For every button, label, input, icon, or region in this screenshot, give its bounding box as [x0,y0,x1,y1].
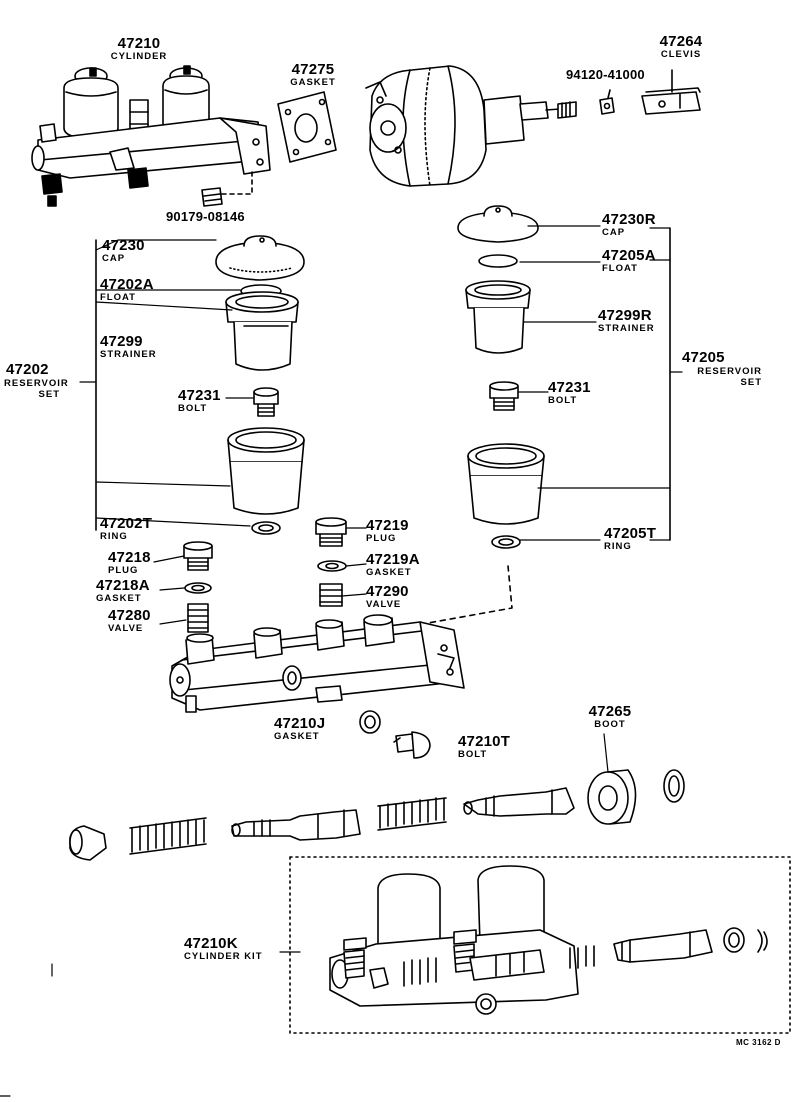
cap-47230 [215,235,305,281]
internal-parts-row [69,787,575,861]
valve-47290 [319,583,367,607]
ring-47202T [251,521,281,535]
reservoir-body-left [227,427,305,515]
gasket-47210J [359,710,381,734]
bolt-47231-left [253,387,279,417]
reservoir-body-right [467,443,545,525]
valve-47280 [159,603,209,633]
cylinder-kit-box [289,856,791,1034]
label-47202: 47202 RESERVOIR SET [4,361,69,400]
reservoir-set-bracket-left [79,239,255,531]
gasket-47219A [317,560,367,572]
reservoir-set-bracket-right [517,225,683,541]
float-47205A [478,254,518,268]
cylinder-body [169,614,465,713]
bolt-47210T [393,731,431,759]
plug-47219 [315,517,367,547]
clevis-47264 [641,69,701,115]
ring-47205T [491,535,521,549]
plug-47218 [153,541,213,571]
boot-47265 [587,733,637,825]
cylinder-kit-contents [329,865,768,1015]
bolt-47231-right [489,381,519,411]
master-cylinder-assembly [31,65,271,207]
strainer-47299R [465,280,531,354]
figure-code: MC 3162 D [736,1038,781,1047]
gasket-47218A [159,582,212,594]
brake-booster [365,65,577,187]
strainer-47299 [225,291,299,371]
label-90179-08146: 90179-08146 [166,209,245,224]
gasket-47275 [277,91,337,163]
cap-47230R [457,205,539,243]
nut-94120 [599,89,615,115]
bolt-90179 [201,187,223,207]
snap-ring [663,769,685,803]
label-94120-41000: 94120-41000 [566,67,645,82]
dashed-leader-reservoir [399,565,513,629]
label-47205: 47205 RESERVOIR SET [682,349,762,388]
